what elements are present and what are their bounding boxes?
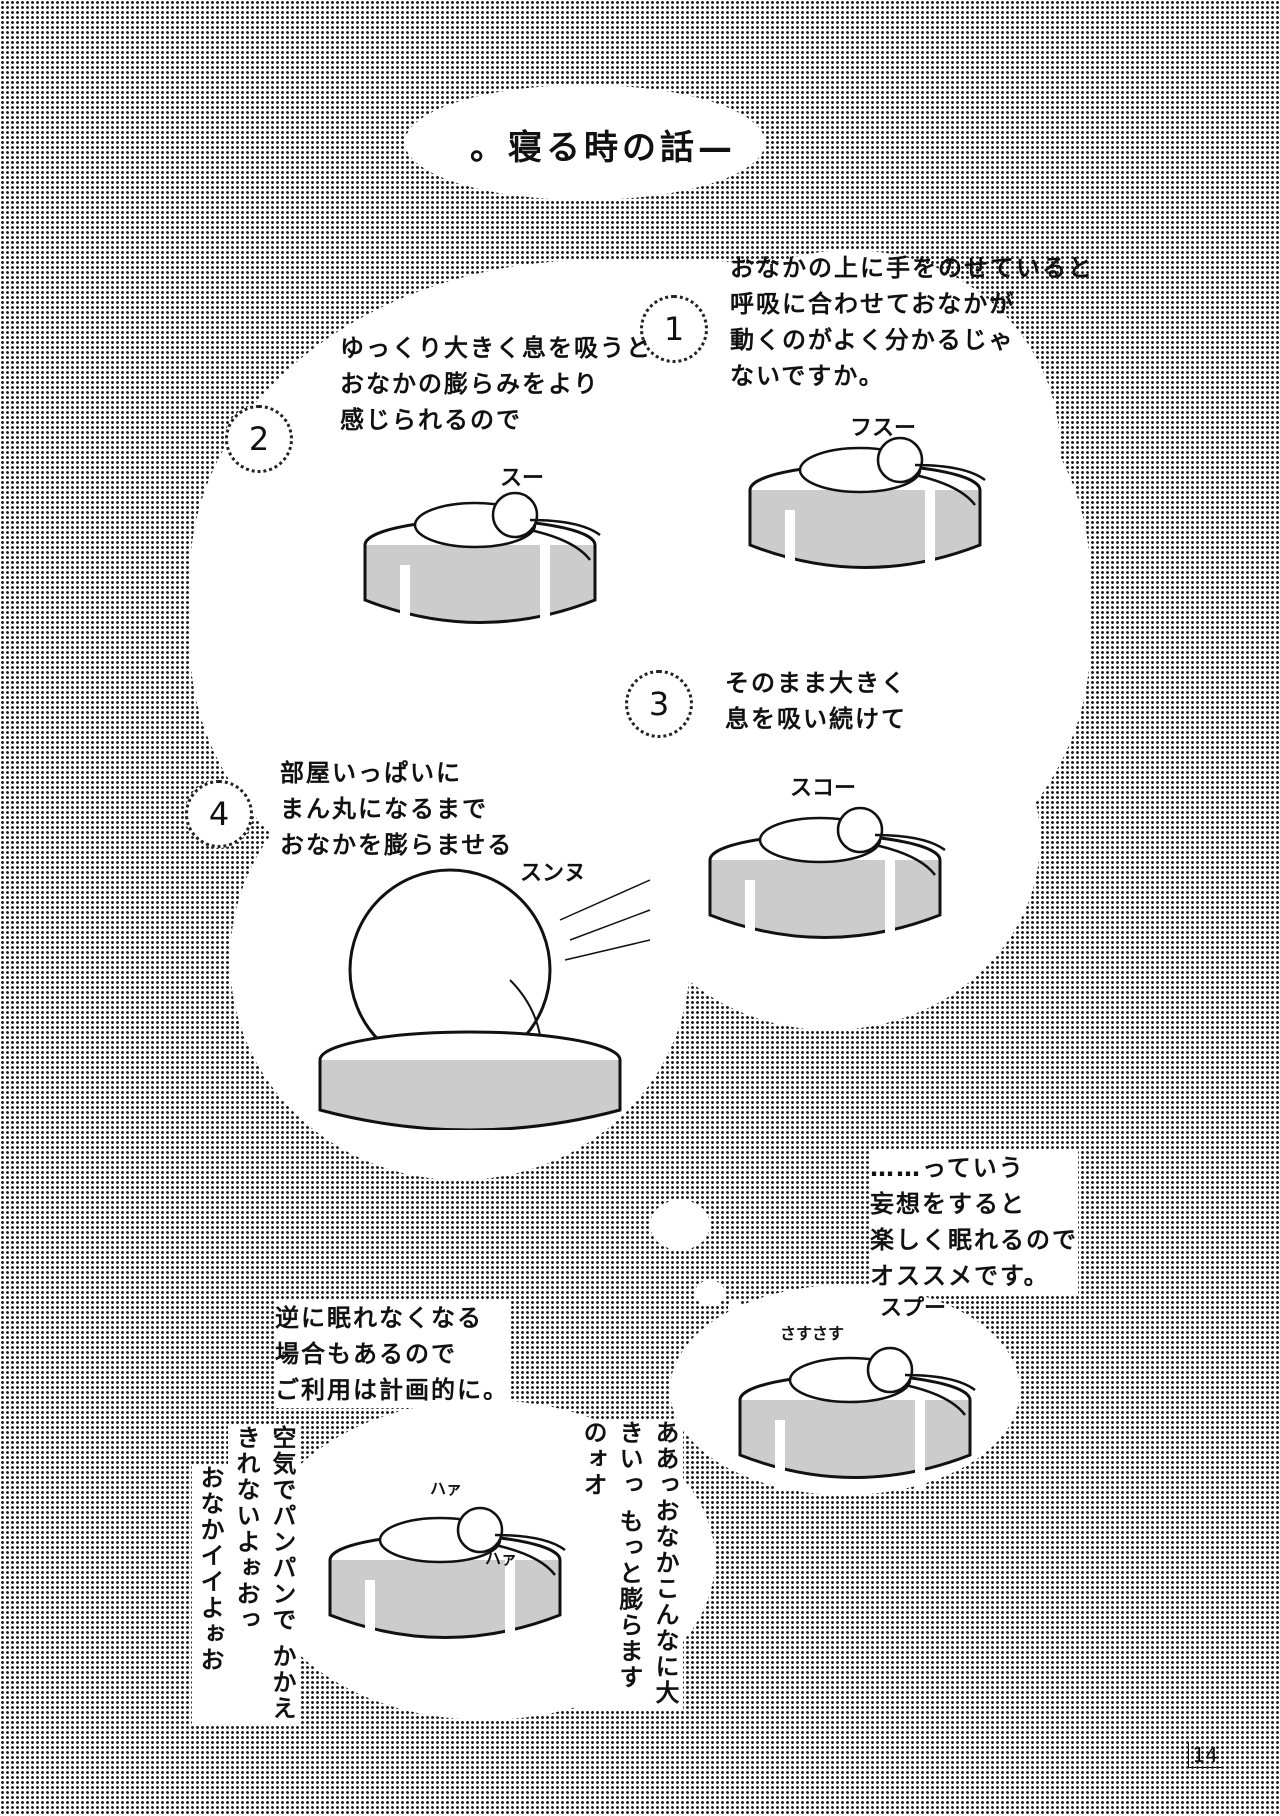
panel-4-sfx: スンヌ bbox=[520, 861, 587, 886]
panel-2-text: ゆっくり大きく息を吸うと おなかの膨らみをより 感じられるので bbox=[340, 334, 652, 434]
thought-bubble-dot bbox=[650, 1200, 710, 1250]
panel-1-sfx: フスー bbox=[850, 416, 917, 441]
basket-bunny-illustration bbox=[738, 1346, 976, 1490]
warning-sfx: ハァ bbox=[430, 1479, 463, 1498]
reality-text: ……っていう 妄想をすると 楽しく眠れるので オススメです。 bbox=[870, 1150, 1078, 1294]
title-cloud bbox=[405, 85, 765, 200]
warning-line-3: おなかイイよぉお bbox=[192, 1465, 228, 1725]
panel-1-text: おなかの上に手をのせていると 呼吸に合わせておなかが 動くのがよく分かるじゃ な… bbox=[730, 254, 1094, 390]
panel-3-sfx: スコー bbox=[790, 776, 857, 801]
warning-text: 逆に眠れなくなる 場合もあるので ご利用は計画的に。 bbox=[275, 1300, 509, 1408]
thought-bubble-dot bbox=[695, 1280, 725, 1306]
warning-line-1: ああっおなかこんなに大きいっ もっと膨らますのォオ bbox=[575, 1420, 683, 1710]
page-title: 。寝る時の話— bbox=[470, 128, 736, 168]
basket-bunny-illustration bbox=[363, 491, 601, 635]
panel-1-number: 1 bbox=[640, 295, 708, 363]
panel-3-text: そのまま大きく 息を吸い続けて bbox=[725, 669, 907, 733]
panel-3-number: 3 bbox=[625, 670, 693, 738]
panel-2-sfx: スー bbox=[500, 466, 545, 491]
basket-bunny-illustration bbox=[708, 806, 946, 950]
page-number: 14 bbox=[1187, 1743, 1222, 1768]
warning-line-2: 空気でパンパンで かかえきれないよぉおっ bbox=[228, 1425, 300, 1725]
warning-sfx-2: ハァ bbox=[485, 1549, 518, 1568]
inflated-bunny-illustration bbox=[318, 868, 651, 1130]
reality-sfx-rub: さすさす bbox=[780, 1324, 845, 1343]
basket-bunny-illustration bbox=[748, 436, 986, 580]
basket-bunny-illustration bbox=[328, 1506, 566, 1650]
panel-4-number: 4 bbox=[185, 780, 253, 848]
panel-2-number: 2 bbox=[225, 405, 293, 473]
panel-4-text: 部屋いっぱいに まん丸になるまで おなかを膨らませる bbox=[280, 759, 514, 859]
reality-sfx: スプー bbox=[880, 1296, 947, 1321]
